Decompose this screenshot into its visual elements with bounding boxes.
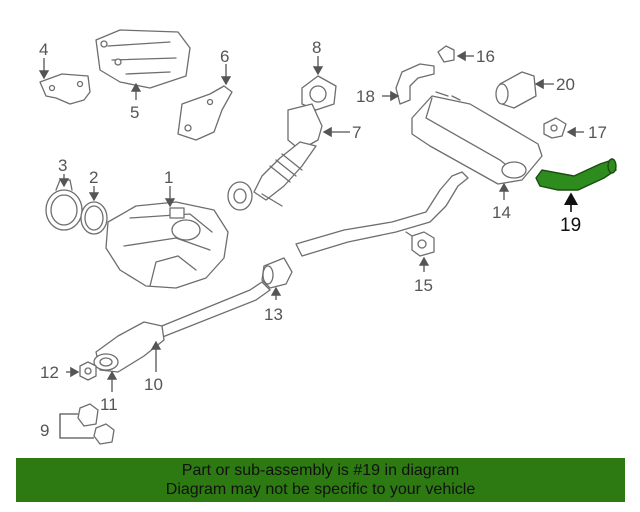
callout-4: 4 xyxy=(39,40,48,59)
exhaust-diagram: 1 2 3 4 5 6 7 8 9 10 11 12 13 14 15 16 1… xyxy=(38,29,617,445)
callout-labels: 1 2 3 4 5 6 7 8 9 10 11 12 13 14 15 16 1… xyxy=(39,38,607,440)
part-6-bracket[interactable] xyxy=(177,85,233,141)
callout-3: 3 xyxy=(58,156,67,175)
callout-10: 10 xyxy=(144,375,163,394)
part-9-hangers[interactable] xyxy=(77,403,115,445)
part-18-pipe[interactable] xyxy=(395,63,435,105)
part-7-flex-pipe[interactable] xyxy=(227,103,323,211)
callout-18: 18 xyxy=(356,87,375,106)
callout-15: 15 xyxy=(414,276,433,295)
part-16-clip[interactable] xyxy=(437,45,455,63)
callout-5: 5 xyxy=(130,103,139,122)
callout-2: 2 xyxy=(89,168,98,187)
callout-6: 6 xyxy=(220,47,229,66)
callout-12: 12 xyxy=(40,363,59,382)
part-4-bracket[interactable] xyxy=(39,73,91,105)
part-13-clamp[interactable] xyxy=(261,257,293,289)
callout-7: 7 xyxy=(352,123,361,142)
callout-16: 16 xyxy=(476,47,495,66)
callout-14: 14 xyxy=(492,203,511,222)
part-15-hanger[interactable] xyxy=(405,231,435,257)
part-8-gasket[interactable] xyxy=(301,75,337,111)
banner-line-1: Part or sub-assembly is #19 in diagram xyxy=(181,462,460,479)
part-info-banner: Part or sub-assembly is #19 in diagram D… xyxy=(16,458,625,502)
part-19-tail-pipe[interactable] xyxy=(535,158,617,191)
callout-19: 19 xyxy=(560,215,581,236)
part-10-muffler[interactable] xyxy=(93,321,165,373)
banner-line-2: Diagram may not be specific to your vehi… xyxy=(165,481,476,498)
part-20-exhaust-tip[interactable] xyxy=(495,71,537,109)
callout-9: 9 xyxy=(40,421,49,440)
callout-17: 17 xyxy=(588,123,607,142)
leader-lines xyxy=(38,50,584,439)
callout-1: 1 xyxy=(164,168,173,187)
callout-13: 13 xyxy=(264,305,283,324)
part-1-catalytic-converter[interactable] xyxy=(105,201,229,289)
callout-8: 8 xyxy=(312,38,321,57)
part-2-gasket[interactable] xyxy=(80,201,108,235)
part-12-nut[interactable] xyxy=(79,361,97,381)
part-5-heat-shield[interactable] xyxy=(95,29,191,89)
callout-11: 11 xyxy=(100,395,118,414)
callout-20: 20 xyxy=(556,75,575,94)
part-3-clamp[interactable] xyxy=(45,179,83,231)
part-17-clamp[interactable] xyxy=(543,117,567,139)
part-14-rear-muffler[interactable] xyxy=(411,91,543,185)
